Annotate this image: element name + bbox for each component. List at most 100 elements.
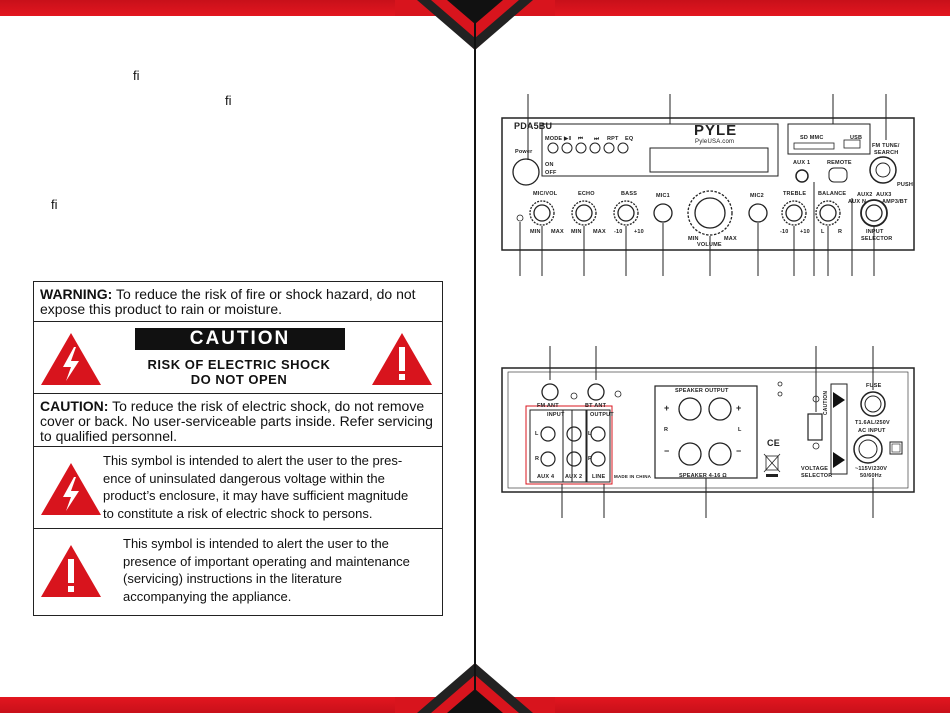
remote-label: REMOTE [827, 160, 852, 166]
echo-label: ECHO [578, 191, 595, 197]
line-label: LINE [592, 474, 606, 480]
echo-min: MIN [571, 229, 582, 235]
sd-mmc-label: SD MMC [800, 135, 824, 141]
exclaim-text-line-2: presence of important operating and main… [123, 553, 410, 569]
fuse-rating-label: T1.6AL/250V [855, 420, 890, 426]
bolt-text-line-1: This symbol is intended to alert the use… [103, 453, 403, 468]
bass-label: BASS [621, 191, 638, 197]
ce-mark: CE [767, 438, 780, 448]
selector-rear-label: SELECTOR [801, 473, 833, 479]
safety-warning-box: WARNING: To reduce the risk of fire or s… [33, 281, 443, 616]
caution-label: CAUTION: [40, 398, 109, 414]
mic-vol-min: MIN [530, 229, 541, 235]
risk-line-2: DO NOT OPEN [190, 372, 288, 387]
voltage-label: VOLTAGE [801, 466, 829, 472]
website-label: PyleUSA.com [695, 139, 735, 145]
ac-input-label: AC INPUT [858, 428, 886, 434]
made-in-label: MADE IN CHINA [614, 474, 652, 479]
caution-line-1: To reduce the risk of electric shock, do… [108, 398, 425, 414]
push-label: PUSH [897, 182, 914, 188]
warning-label: WARNING: [40, 286, 113, 302]
input-r-label: R [535, 456, 540, 462]
mic1-label: MIC1 [656, 193, 670, 199]
aux3-label: AUX3 [876, 192, 892, 198]
ac-volt-label: ~115V/230V [855, 466, 888, 472]
exclaim-text-line-1: This symbol is intended to alert the use… [123, 536, 389, 551]
exclaim-symbol-text: This symbol is intended to alert the use… [123, 535, 441, 605]
aux4-label: AUX 4 [537, 474, 555, 480]
aux-n-label: AUX N [848, 199, 867, 205]
treble-plus: +10 [800, 229, 810, 235]
exclaim-text-line-3: (servicing) instructions in the literatu… [123, 571, 342, 586]
fuse-label: FUSE [866, 383, 882, 389]
usb-label: USB [850, 135, 863, 141]
on-label: ON [545, 162, 554, 168]
caution-rear-label: CAUTION [823, 390, 829, 415]
search-label: SEARCH [874, 150, 899, 156]
ligature-fi-1: ﬁ [133, 68, 140, 83]
volume-max: MAX [724, 236, 737, 242]
speaker-plus-left: + [664, 403, 670, 413]
amp-bt-label: AMP3/BT [882, 199, 908, 205]
aux2-rear-label: AUX 2 [565, 474, 583, 480]
warning-text: WARNING: To reduce the risk of fire or s… [40, 287, 440, 317]
exclaim-text-line-4: accompanying the appliance. [123, 588, 292, 604]
input-l-label: L [535, 431, 539, 437]
power-label: Power [515, 149, 533, 155]
page-divider [474, 16, 476, 697]
caution-text: CAUTION: To reduce the risk of electric … [40, 399, 445, 444]
rear-panel-diagram [501, 346, 915, 518]
front-panel-diagram [501, 94, 915, 276]
bolt-text-line-2: ence of uninsulated dangerous voltage wi… [103, 470, 385, 486]
output-label-rear: OUTPUT [590, 412, 614, 418]
speaker-minus-left: − [664, 446, 670, 456]
eq-button-label: EQ [625, 136, 634, 142]
balance-l: L [821, 229, 825, 235]
output-r-label: R [588, 456, 593, 462]
bolt-symbol-row: This symbol is intended to alert the use… [34, 447, 442, 529]
bass-minus: -10 [614, 229, 623, 235]
fm-tune-label: FM TUNE/ [872, 143, 900, 149]
exclamation-warning-icon [372, 333, 432, 385]
volume-min: MIN [688, 236, 699, 242]
warning-row: WARNING: To reduce the risk of fire or s… [34, 282, 442, 322]
caution-graphic-row: CAUTION RISK OF ELECTRIC SHOCK DO NOT OP… [34, 322, 442, 394]
bolt-text-line-3: product’s enclosure, it may have suffici… [103, 488, 409, 503]
ligature-fi-3: ﬁ [51, 197, 58, 212]
speaker-r-label: R [664, 427, 669, 433]
warning-line-2: expose this product to rain or moisture. [40, 301, 283, 317]
input-label-rear: INPUT [547, 412, 565, 418]
lightning-symbol-icon [41, 463, 101, 515]
bt-ant-label: BT ANT [585, 403, 607, 409]
brand-logo: PYLE [694, 122, 738, 139]
mic-vol-label: MIC/VOL [533, 191, 558, 197]
speaker-minus-right: − [736, 446, 742, 456]
selector-label: SELECTOR [861, 236, 893, 242]
balance-label: BALANCE [818, 191, 847, 197]
output-l-label: L [588, 431, 592, 437]
treble-minus: -10 [780, 229, 789, 235]
exclaim-symbol-row: This symbol is intended to alert the use… [34, 529, 442, 615]
caution-row: CAUTION: To reduce the risk of electric … [34, 394, 442, 447]
fm-ant-label: FM ANT [537, 403, 559, 409]
speaker-ohm-label: SPEAKER 4-16 Ω [679, 473, 727, 479]
treble-label: TREBLE [783, 191, 807, 197]
risk-line-1: RISK OF ELECTRIC SHOCK [147, 357, 331, 372]
mode-button-label: MODE ▶‖ [545, 136, 572, 142]
speaker-output-label: SPEAKER OUTPUT [675, 388, 729, 394]
caution-line-3: to qualified personnel. [40, 428, 177, 444]
model-label: PDA5BU [514, 121, 553, 131]
lightning-warning-icon [41, 333, 101, 385]
caution-line-2: cover or back. No user-serviceable parts… [40, 413, 433, 429]
speaker-plus-right: + [736, 403, 742, 413]
bolt-text-line-4: to constitute a risk of electric shock t… [103, 505, 373, 521]
aux2-label: AUX2 [857, 192, 873, 198]
next-button-label: ⏭ [594, 136, 600, 142]
mic-vol-max: MAX [551, 229, 564, 235]
ac-hz-label: 50/60Hz [860, 473, 882, 479]
prev-button-label: ⏮ [578, 136, 584, 142]
repeat-button-label: RPT [607, 136, 619, 142]
volume-label: VOLUME [697, 242, 722, 248]
ligature-fi-2: ﬁ [225, 93, 232, 108]
aux1-label: AUX 1 [793, 160, 811, 166]
